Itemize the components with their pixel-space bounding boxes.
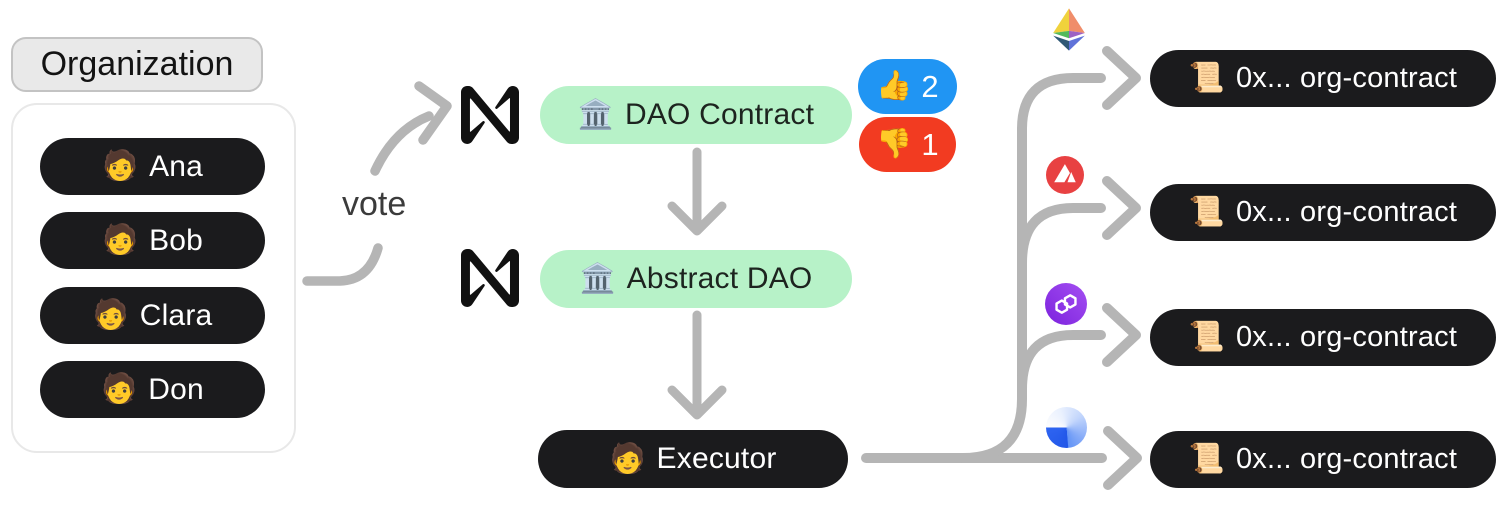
arrowhead-chain-1	[1102, 46, 1141, 110]
person-icon: 🧑	[101, 373, 138, 405]
classical-building-icon: 🏛️	[579, 262, 616, 295]
near-logo-icon	[460, 86, 520, 144]
upvote-badge: 👍 2	[858, 59, 957, 114]
member-name: Ana	[149, 149, 204, 183]
member-name: Clara	[139, 298, 213, 332]
member-pill-don: 🧑 Don	[40, 361, 265, 418]
trunk-line	[958, 73, 1106, 463]
downvote-badge: 👎 1	[859, 117, 956, 172]
org-contract-pill-polygon: 📜 0x... org-contract	[1150, 309, 1496, 366]
arrowhead-chain-2	[1102, 176, 1141, 240]
thumbs-up-icon: 👍	[876, 70, 913, 102]
arrowhead-dao-to-abstract	[667, 201, 727, 236]
scroll-icon: 📜	[1188, 443, 1225, 475]
org-contract-pill-blue-chain: 📜 0x... org-contract	[1150, 431, 1496, 488]
person-icon: 🧑	[609, 442, 646, 475]
org-contract-label: 0x... org-contract	[1235, 62, 1458, 94]
thumbs-down-icon: 👎	[876, 128, 913, 160]
org-contract-label: 0x... org-contract	[1235, 321, 1458, 353]
vote-arrow-end	[370, 111, 434, 176]
org-contract-pill-avalanche: 📜 0x... org-contract	[1150, 184, 1496, 241]
arrowhead-chain-3	[1102, 303, 1141, 367]
executor-label: Executor	[656, 442, 777, 475]
organization-label: Organization	[11, 37, 263, 92]
person-icon: 🧑	[101, 150, 139, 182]
near-logo-icon	[460, 249, 520, 307]
member-pill-bob: 🧑 Bob	[40, 212, 265, 269]
polygon-icon	[1045, 283, 1087, 330]
dao-contract-label: DAO Contract	[624, 98, 815, 131]
person-icon: 🧑	[92, 299, 129, 331]
person-icon: 🧑	[101, 224, 139, 256]
arrowhead-chain-4	[1103, 426, 1142, 490]
classical-building-icon: 🏛️	[577, 98, 614, 131]
member-pill-ana: 🧑 Ana	[40, 138, 265, 195]
member-pill-clara: 🧑 Clara	[40, 287, 265, 344]
scroll-icon: 📜	[1188, 62, 1225, 94]
ethereum-icon	[1047, 2, 1091, 62]
branch-line-3	[1017, 330, 1106, 394]
dao-contract-node: 🏛️ DAO Contract	[540, 86, 852, 144]
org-contract-label: 0x... org-contract	[1235, 196, 1458, 228]
downvote-count: 1	[921, 126, 939, 162]
vote-arrow-start	[302, 243, 383, 286]
abstract-dao-label: Abstract DAO	[626, 262, 813, 295]
executor-node: 🧑 Executor	[538, 430, 848, 488]
vote-arrowhead	[414, 81, 452, 145]
upvote-count: 2	[921, 68, 939, 104]
scroll-icon: 📜	[1188, 196, 1225, 228]
scroll-icon: 📜	[1188, 321, 1225, 353]
abstract-dao-node: 🏛️ Abstract DAO	[540, 250, 852, 308]
branch-line-2	[1017, 203, 1106, 268]
arrowhead-abstract-to-executor	[667, 385, 727, 420]
org-contract-label: 0x... org-contract	[1235, 443, 1458, 475]
member-name: Don	[148, 372, 204, 406]
org-contract-pill-ethereum: 📜 0x... org-contract	[1150, 50, 1496, 107]
blue-gradient-chain-icon	[1046, 407, 1087, 448]
member-name: Bob	[149, 223, 204, 257]
vote-label: vote	[342, 185, 407, 223]
avalanche-icon	[1046, 156, 1084, 199]
